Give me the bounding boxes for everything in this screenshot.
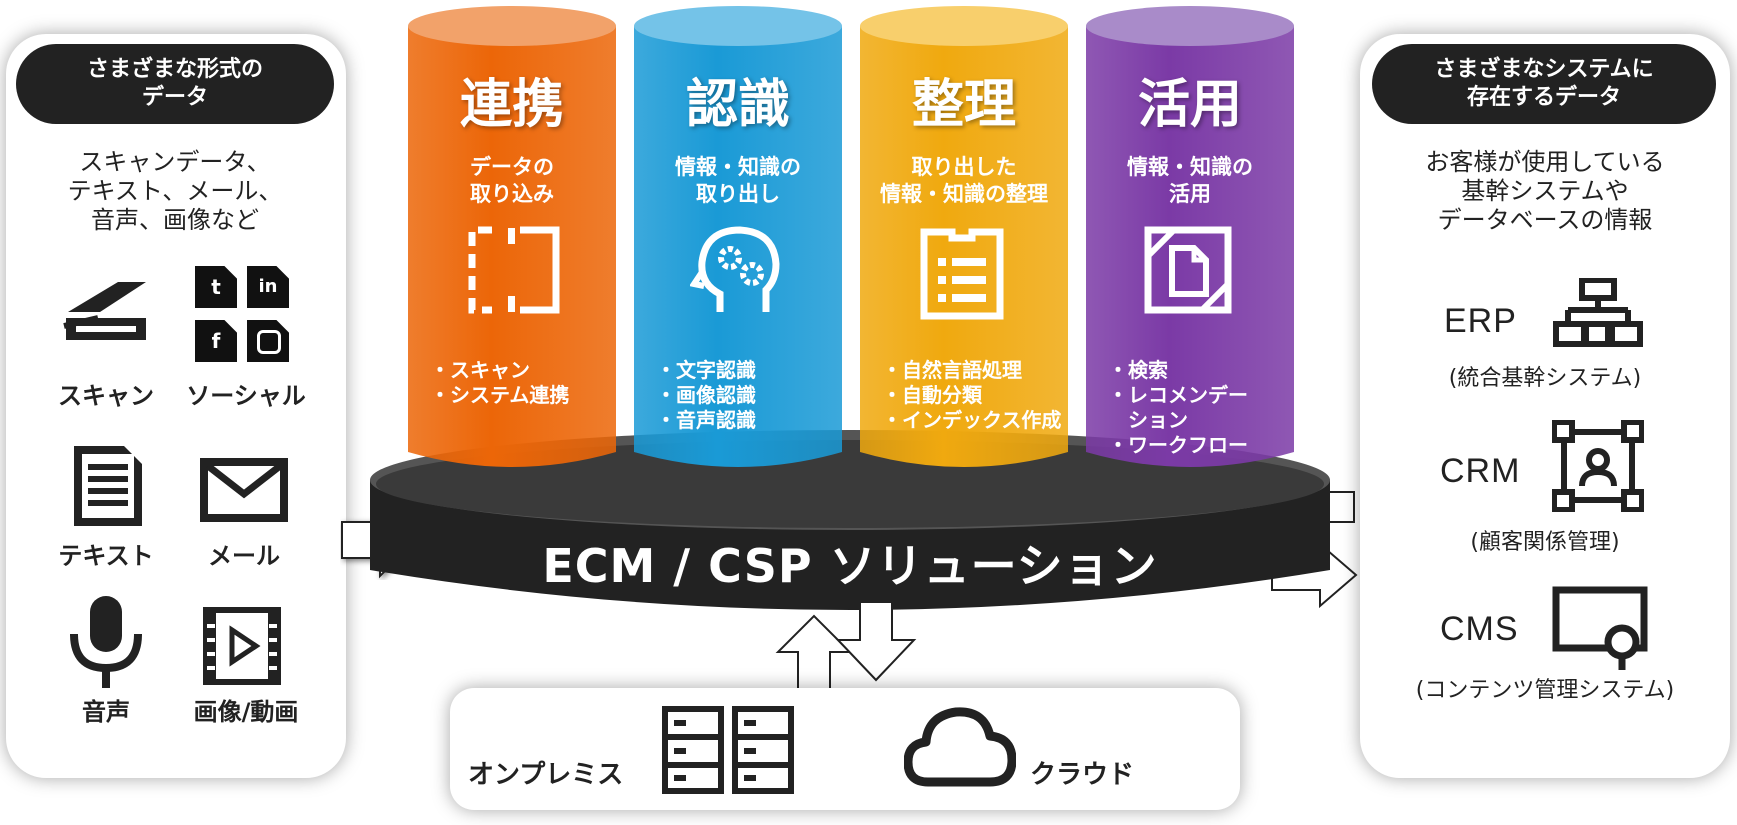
column-list-item: ・インデックス作成 xyxy=(882,408,1062,432)
column-list-item: ・画像認識 xyxy=(656,383,756,407)
right-header-line2: 存在するデータ xyxy=(1466,85,1621,110)
cloud-icon xyxy=(904,707,1016,787)
column-list-item: ・音声認識 xyxy=(656,408,756,432)
column-subtitle-line1: データの xyxy=(470,155,554,179)
column-subtitle-line2: 取り込み xyxy=(470,182,554,206)
column-list-item: ・自動分類 xyxy=(882,383,982,407)
right-panel xyxy=(1360,34,1730,778)
column-subtitle-line2: 活用 xyxy=(1169,182,1211,206)
column-subtitle: データの 取り込み xyxy=(408,154,616,208)
customer-frame-icon xyxy=(1552,420,1644,512)
column-list: ・スキャン・システム連携 xyxy=(430,358,569,408)
column-4: 活用 情報・知識の 活用 ・検索・レコメンデー ション・ワークフロー xyxy=(1086,4,1294,474)
brain-gears-icon xyxy=(690,226,780,312)
instagram-icon xyxy=(247,320,289,362)
mail-label: メール xyxy=(208,542,280,570)
scanner-icon xyxy=(63,282,146,340)
column-cylinder xyxy=(408,6,616,467)
column-title: 認識 xyxy=(685,75,790,135)
document-frame-icon xyxy=(1144,226,1232,314)
column-title: 整理 xyxy=(911,75,1016,135)
cms-sub: (コンテンツ管理システム) xyxy=(1415,678,1675,703)
column-subtitle: 情報・知識の 取り出し xyxy=(634,154,842,208)
column-subtitle: 取り出した 情報・知識の整理 xyxy=(860,154,1068,208)
crm-name: CRM xyxy=(1440,452,1521,490)
right-desc-line2: 基幹システムや xyxy=(1461,177,1629,205)
capture-icon xyxy=(468,226,560,314)
column-list-item: ・ワークフロー xyxy=(1108,433,1248,457)
left-header: さまざまな形式の データ xyxy=(16,44,334,124)
right-desc-line1: お客様が使用している xyxy=(1425,148,1665,176)
column-list-item: ・レコメンデー xyxy=(1108,383,1248,407)
cloud-label: クラウド xyxy=(1030,760,1135,790)
video-icon xyxy=(203,607,281,685)
social-icons: t in f xyxy=(195,266,291,364)
column-subtitle-line2: 情報・知識の整理 xyxy=(880,182,1048,206)
checklist-icon xyxy=(920,228,1004,320)
up-arrow xyxy=(775,614,853,691)
column-1: 連携 データの 取り込み ・スキャン・システム連携 xyxy=(408,4,616,474)
column-title: 連携 xyxy=(459,75,564,135)
column-list: ・検索・レコメンデー ション・ワークフロー xyxy=(1108,358,1248,458)
right-header-line1: さまざまなシステムに xyxy=(1434,57,1654,82)
audio-label: 音声 xyxy=(82,698,130,726)
crm-sub: (顧客関係管理) xyxy=(1470,530,1620,555)
platform-disk xyxy=(370,430,1330,610)
document-icon xyxy=(74,446,142,526)
column-subtitle: 情報・知識の 活用 xyxy=(1086,154,1294,208)
bottom-panel xyxy=(450,688,1240,810)
column-subtitle-line1: 情報・知識の xyxy=(675,155,801,179)
right-desc-line3: データベースの情報 xyxy=(1437,206,1653,234)
server-rack-icon xyxy=(662,706,794,794)
text-label: テキスト xyxy=(58,542,154,570)
left-panel xyxy=(6,34,346,778)
twitter-icon: t xyxy=(195,266,237,308)
left-desc-line1: スキャンデータ、 xyxy=(79,148,271,176)
scan-label: スキャン xyxy=(58,382,154,410)
column-list-item: ・検索 xyxy=(1108,358,1168,382)
column-list-item: ・スキャン xyxy=(430,358,530,382)
column-list: ・自然言語処理・自動分類・インデックス作成 xyxy=(882,358,1061,433)
column-subtitle-line2: 取り出し xyxy=(696,182,780,206)
erp-name: ERP xyxy=(1444,302,1517,340)
column-subtitle-line1: 情報・知識の xyxy=(1127,155,1253,179)
column-title: 活用 xyxy=(1137,75,1242,135)
social-label: ソーシャル xyxy=(186,382,306,410)
cms-name: CMS xyxy=(1440,610,1519,648)
column-2: 認識 情報・知識の 取り出し ・文字認識・画像認識・音声認識 xyxy=(634,4,842,474)
image-video-label: 画像/動画 xyxy=(193,698,299,726)
platform-label: ECM / CSP ソリューション xyxy=(542,539,1158,593)
erp-sub: (統合基幹システム) xyxy=(1448,366,1642,391)
onprem-label: オンプレミス xyxy=(468,760,624,790)
column-list-item: ・文字認識 xyxy=(656,358,756,382)
column-cylinder xyxy=(860,6,1068,467)
left-header-line2: データ xyxy=(141,85,208,110)
column-3: 整理 取り出した 情報・知識の整理 ・自然言語処理・自動分類・インデックス作成 xyxy=(860,4,1068,474)
content-icon xyxy=(1552,586,1648,670)
down-arrow xyxy=(835,601,917,682)
column-subtitle-line1: 取り出した xyxy=(911,155,1017,179)
right-description: お客様が使用している 基幹システムや データベースの情報 xyxy=(1370,148,1720,235)
left-header-line1: さまざまな形式の xyxy=(86,57,263,82)
linkedin-icon: in xyxy=(247,266,289,308)
left-description: スキャンデータ、 テキスト、メール、 音声、画像など xyxy=(16,148,334,235)
column-cylinder xyxy=(634,6,842,467)
facebook-icon: f xyxy=(195,320,237,362)
left-desc-line2: テキスト、メール、 xyxy=(67,177,283,205)
left-desc-line3: 音声、画像など xyxy=(91,206,259,234)
column-list-item: ション xyxy=(1108,408,1188,432)
column-list-item: ・システム連携 xyxy=(430,383,570,407)
mail-icon xyxy=(200,458,288,522)
column-list: ・文字認識・画像認識・音声認識 xyxy=(656,358,756,433)
org-chart-icon xyxy=(1553,278,1643,347)
column-list-item: ・自然言語処理 xyxy=(882,358,1022,382)
right-header: さまざまなシステムに 存在するデータ xyxy=(1372,44,1716,124)
microphone-icon xyxy=(70,596,142,688)
